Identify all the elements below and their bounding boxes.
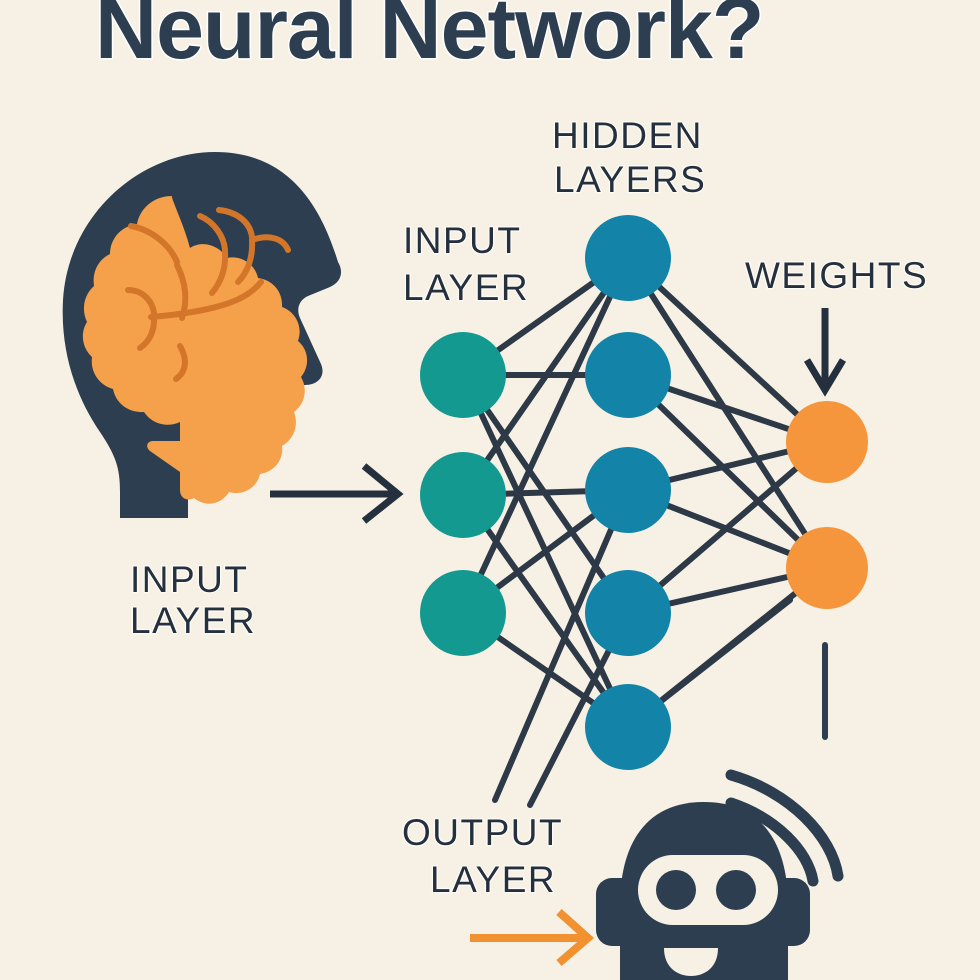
brain-fold-lines	[125, 207, 291, 382]
hidden-node-2	[585, 332, 671, 418]
output-layer-label-line1: OUTPUT	[402, 812, 563, 853]
hidden-node-1	[585, 215, 671, 301]
head-brain-icon	[62, 152, 342, 518]
robot-mouth	[664, 948, 718, 976]
page-title: Neural Network?	[95, 0, 763, 77]
input-layer-label-line1: INPUT	[403, 220, 522, 261]
input-layer-label-line2: LAYER	[403, 267, 529, 308]
robot-head-icon	[596, 769, 844, 980]
hidden-node-5	[585, 684, 671, 770]
arrow-right-icon	[270, 463, 404, 524]
weights-label: WEIGHTS	[745, 255, 928, 296]
hidden-node-4	[585, 570, 671, 656]
hidden-layers-label-line2: LAYERS	[554, 159, 706, 200]
hidden-layer-nodes	[585, 215, 671, 770]
head-input-layer-label-line1: INPUT	[130, 559, 249, 600]
head-input-layer-label-line2: LAYER	[130, 600, 256, 641]
arrow-down-icon	[803, 308, 847, 397]
hidden-node-3	[585, 447, 671, 533]
output-node-1	[786, 401, 868, 483]
input-node-1	[420, 332, 506, 418]
output-layer-label-line2: LAYER	[430, 859, 556, 900]
input-node-3	[420, 570, 506, 656]
input-layer-nodes	[420, 332, 506, 656]
hidden-layers-label-line1: HIDDEN	[552, 115, 703, 156]
robot-eye-right	[716, 870, 756, 910]
wifi-signal-icon	[725, 769, 844, 887]
input-node-2	[420, 452, 506, 538]
arrow-right-orange-icon	[470, 909, 595, 967]
robot-eye-left	[656, 870, 696, 910]
brain-icon	[82, 196, 308, 504]
output-layer-nodes	[786, 401, 868, 609]
output-node-2	[786, 527, 868, 609]
